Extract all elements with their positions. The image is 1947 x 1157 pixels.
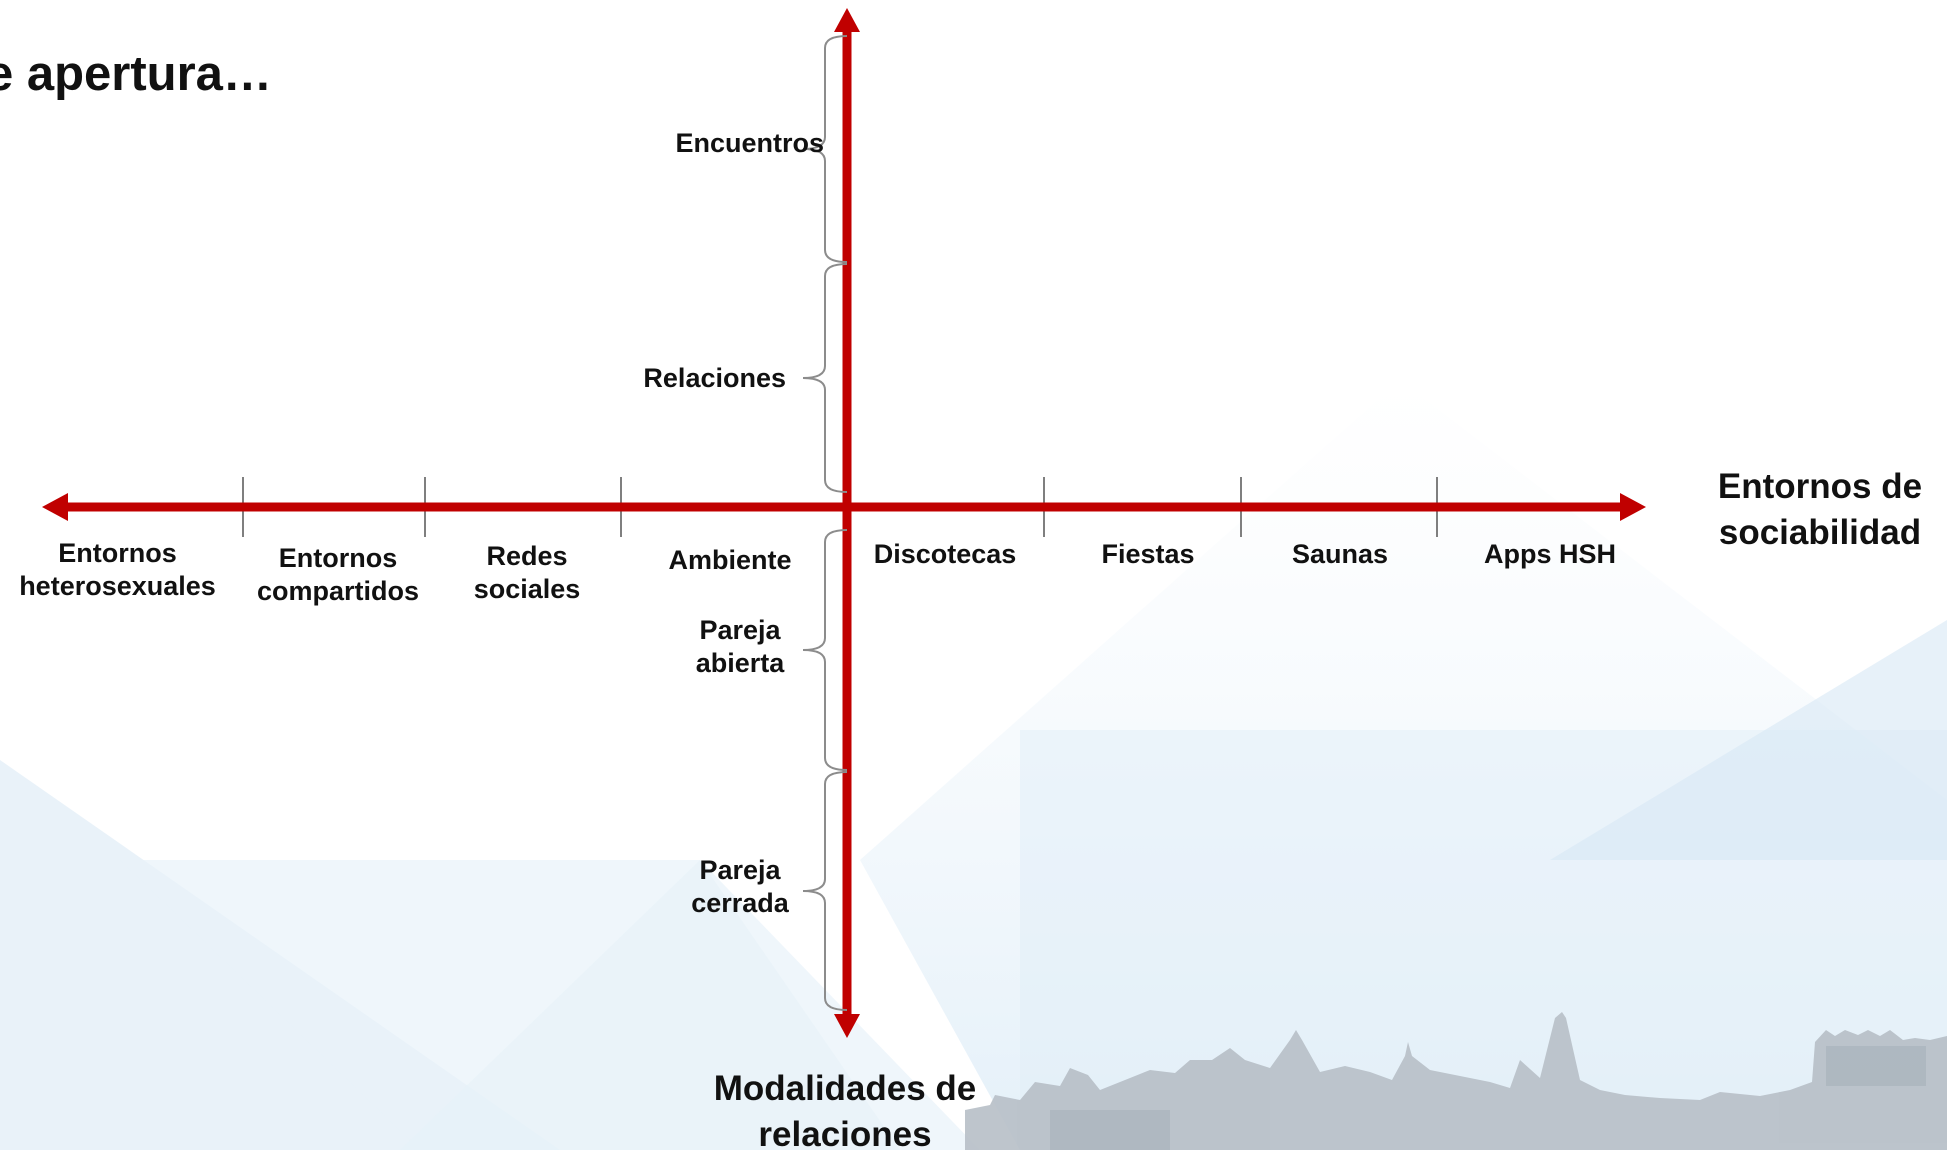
x-axis-title: Entornos de sociabilidad <box>1717 467 1923 552</box>
category-brace <box>802 529 848 771</box>
category-brace <box>802 263 848 493</box>
x-category-label: Fiestas <box>1101 539 1195 569</box>
city-skyline-image <box>965 1012 1947 1150</box>
y-category-label: Pareja abierta <box>695 615 785 678</box>
x-category-label: Redes sociales <box>473 541 581 604</box>
x-category-label: Entornos heterosexuales <box>19 538 216 601</box>
x-category-label: Discotecas <box>873 539 1017 569</box>
y-category-label: Encuentros <box>675 128 824 158</box>
category-brace <box>802 35 848 263</box>
slide-title: e apertura… <box>0 47 272 101</box>
y-axis-arrow-up <box>834 8 860 32</box>
y-axis-title: Modalidades de relaciones <box>713 1069 977 1154</box>
x-category-label: Apps HSH <box>1483 539 1616 569</box>
x-category-label: Entornos compartidos <box>256 543 420 606</box>
y-category-label: Pareja cerrada <box>691 855 789 918</box>
y-category-label: Relaciones <box>643 363 786 393</box>
x-axis-arrow-right <box>1620 493 1646 521</box>
x-axis-arrow-left <box>42 493 68 521</box>
x-category-label: Saunas <box>1291 539 1389 569</box>
category-brace <box>802 771 848 1011</box>
y-axis-arrow-down <box>834 1014 860 1038</box>
x-category-label: Ambiente <box>668 545 792 575</box>
